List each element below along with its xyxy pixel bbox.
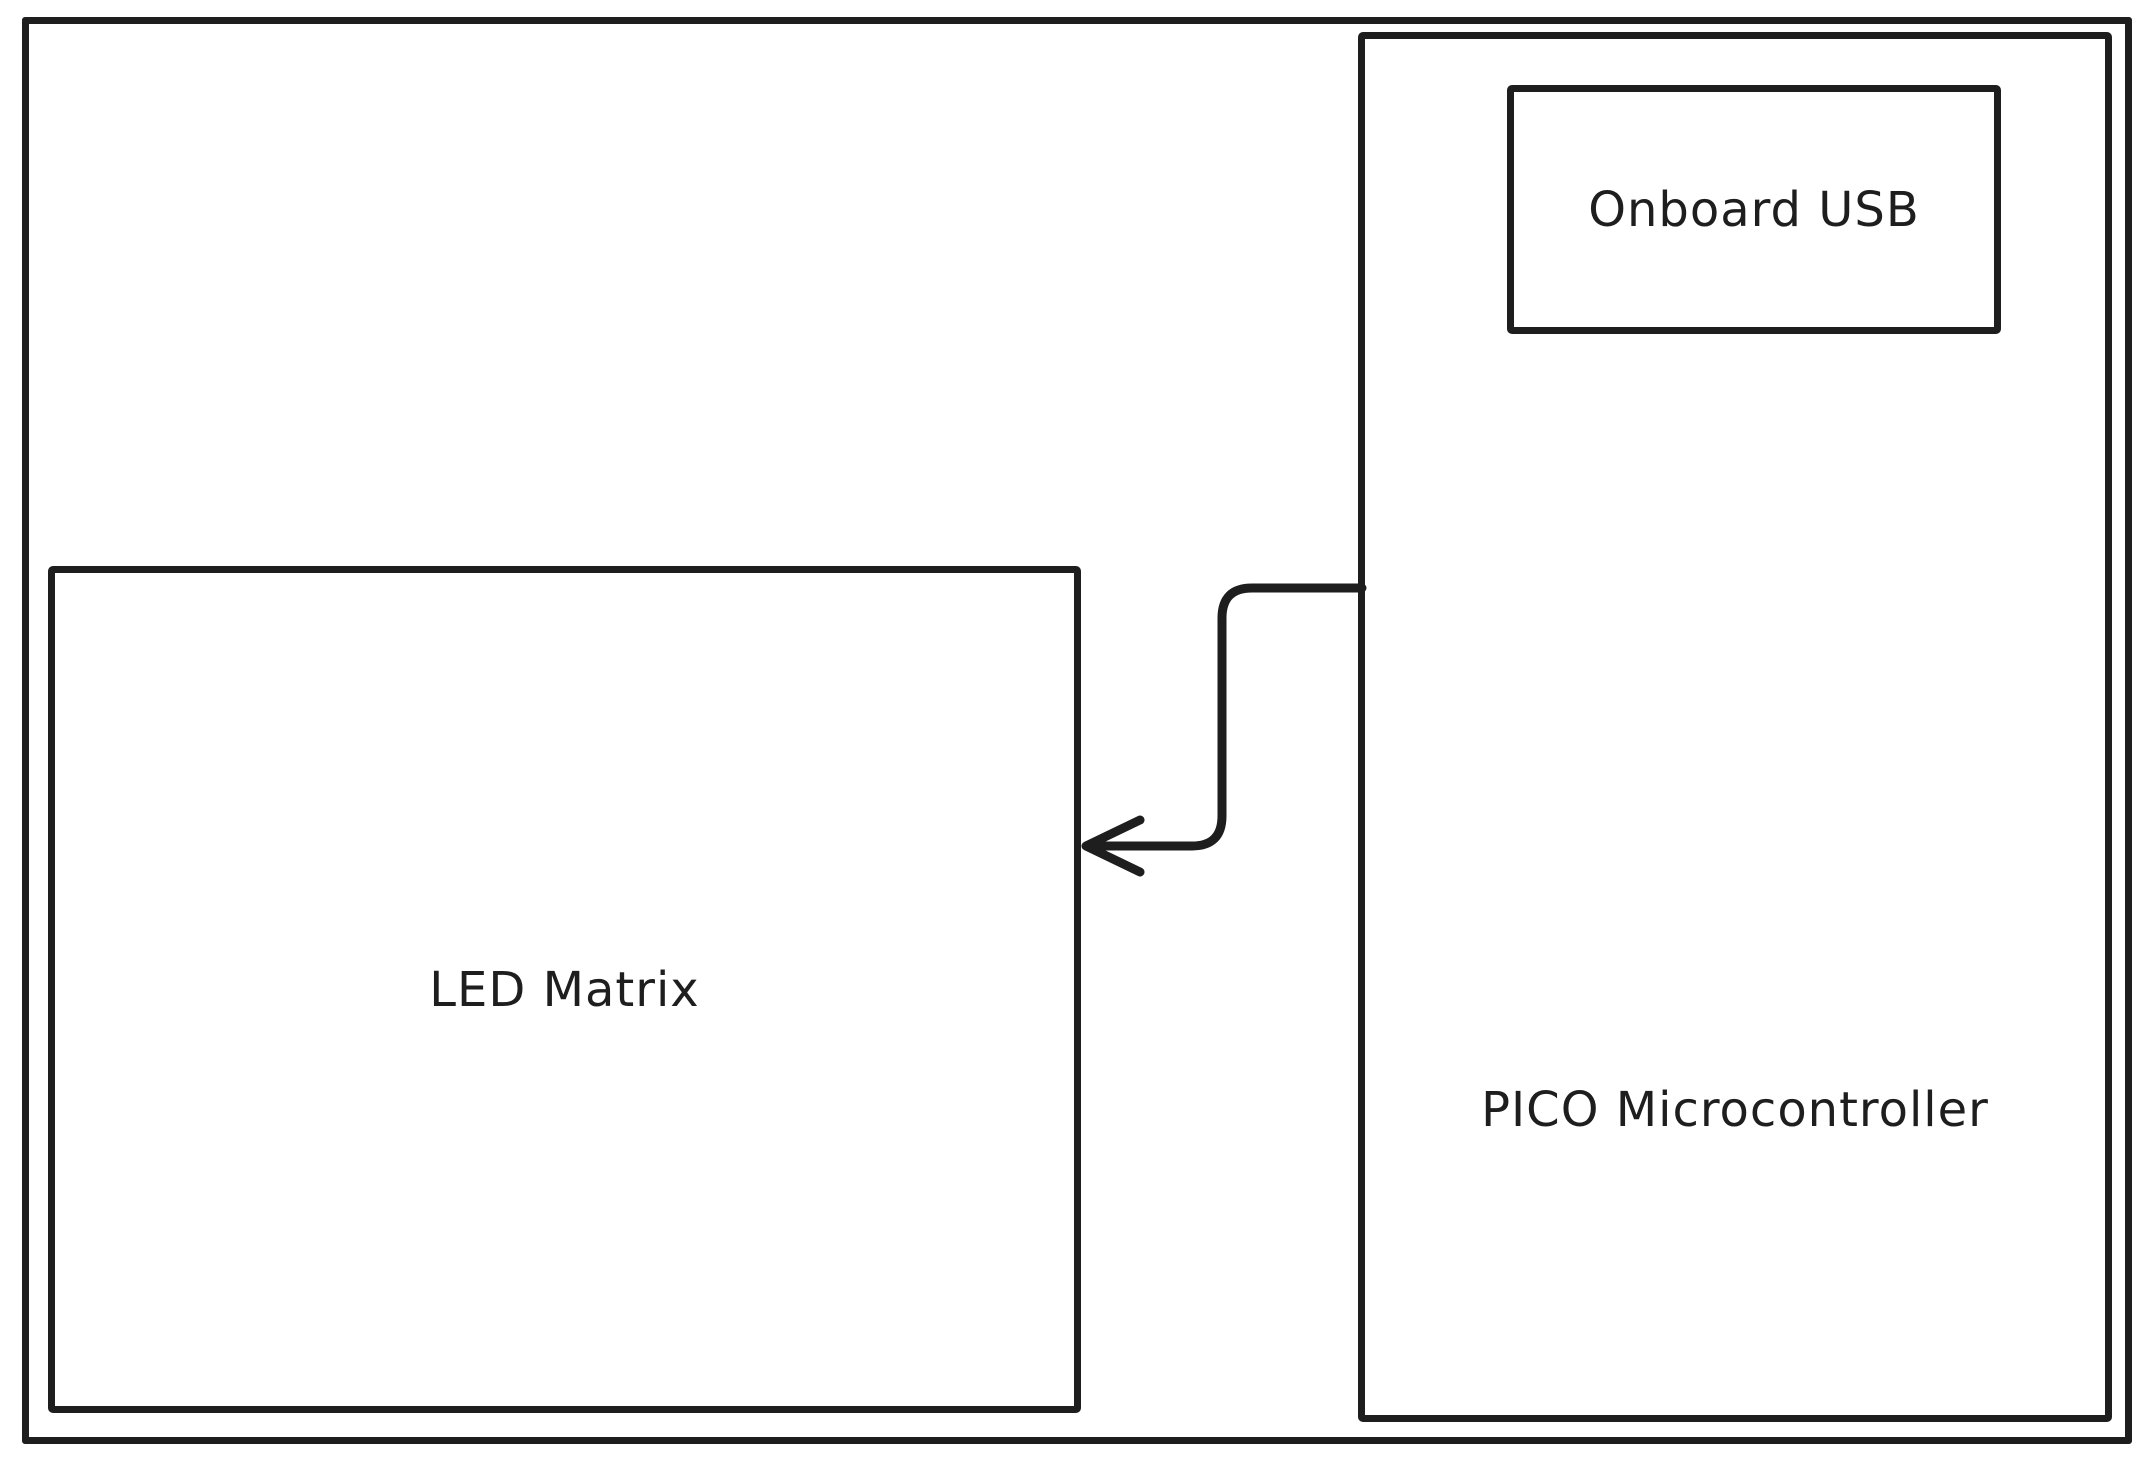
node-onboard-usb: Onboard USB	[1507, 85, 2001, 334]
onboard-usb-label: Onboard USB	[1588, 181, 1920, 238]
node-led-matrix: LED Matrix	[48, 566, 1081, 1413]
pico-microcontroller-label: PICO Microcontroller	[1481, 1082, 1989, 1138]
arrow-head	[1081, 815, 1145, 877]
pico-to-led-arrow-icon	[1081, 583, 1367, 877]
arrow-shaft	[1095, 583, 1367, 851]
led-matrix-label: LED Matrix	[429, 961, 700, 1018]
outer-boundary-frame	[22, 17, 2132, 1444]
node-pico-microcontroller: Onboard USB PICO Microcontroller	[1358, 32, 2112, 1422]
